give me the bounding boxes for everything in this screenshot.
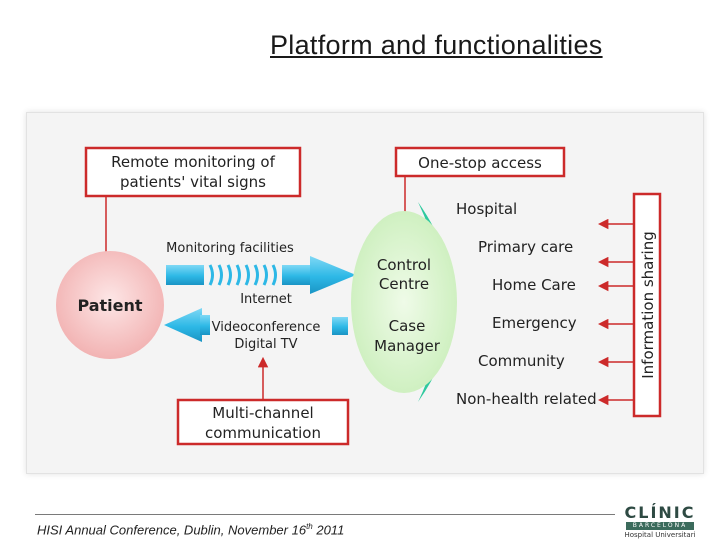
footer-main: HISI Annual Conference, Dublin, November… <box>37 522 307 538</box>
slide-title: Platform and functionalities <box>270 30 603 60</box>
logo-name: CLÍNIC <box>624 503 696 522</box>
info-sharing-label: Information sharing <box>639 231 657 378</box>
patient-circle <box>56 251 164 359</box>
control-centre-ellipse <box>351 211 457 393</box>
footer-divider <box>35 514 615 515</box>
monitoring-facilities-label: Monitoring facilities <box>166 241 294 256</box>
patient-label: Patient <box>77 296 142 315</box>
service-primary-care: Primary care <box>478 238 573 256</box>
info-sharing-frame <box>632 192 662 418</box>
onestop-frame <box>394 146 566 178</box>
channel-internet: Internet <box>240 292 292 307</box>
service-hospital: Hospital <box>456 200 517 218</box>
communication-arrow <box>164 308 348 342</box>
footer-text: HISI Annual Conference, Dublin, November… <box>37 522 344 537</box>
footer-year: 2011 <box>312 522 345 538</box>
service-home-care: Home Care <box>492 276 576 294</box>
clinic-logo: CLÍNIC BARCELONA Hospital Universitari <box>622 505 698 543</box>
platform-diagram: Remote monitoring of patients' vital sig… <box>56 146 662 446</box>
info-sharing-box: Information sharing <box>632 192 662 418</box>
footer-sup: th <box>306 522 313 531</box>
service-community: Community <box>478 352 565 370</box>
onestop-box: One-stop access <box>394 146 566 178</box>
logo-subtitle: Hospital Universitari <box>624 531 696 539</box>
service-non-health: Non-health related <box>456 390 597 408</box>
case-manager-line2: Manager <box>374 337 441 355</box>
multichannel-line1: Multi-channel <box>212 404 313 422</box>
control-centre-line2: Centre <box>379 275 429 293</box>
multichannel-line2: communication <box>205 424 321 442</box>
remote-monitoring-box: Remote monitoring of patients' vital sig… <box>84 146 302 198</box>
multichannel-frame <box>176 398 350 446</box>
remote-monitoring-line2: patients' vital signs <box>120 173 266 191</box>
channel-digital-tv: Digital TV <box>234 337 297 352</box>
multichannel-box: Multi-channel communication <box>176 398 350 446</box>
logo-city: BARCELONA <box>626 522 694 530</box>
service-emergency: Emergency <box>492 314 577 332</box>
channel-videoconference: Videoconference <box>212 320 321 335</box>
remote-monitoring-line1: Remote monitoring of <box>111 153 275 171</box>
control-centre-line1: Control <box>377 256 431 274</box>
remote-monitoring-frame <box>84 146 302 198</box>
monitoring-arrow <box>166 256 356 294</box>
case-manager-line1: Case <box>389 317 426 335</box>
onestop-label: One-stop access <box>418 154 542 172</box>
